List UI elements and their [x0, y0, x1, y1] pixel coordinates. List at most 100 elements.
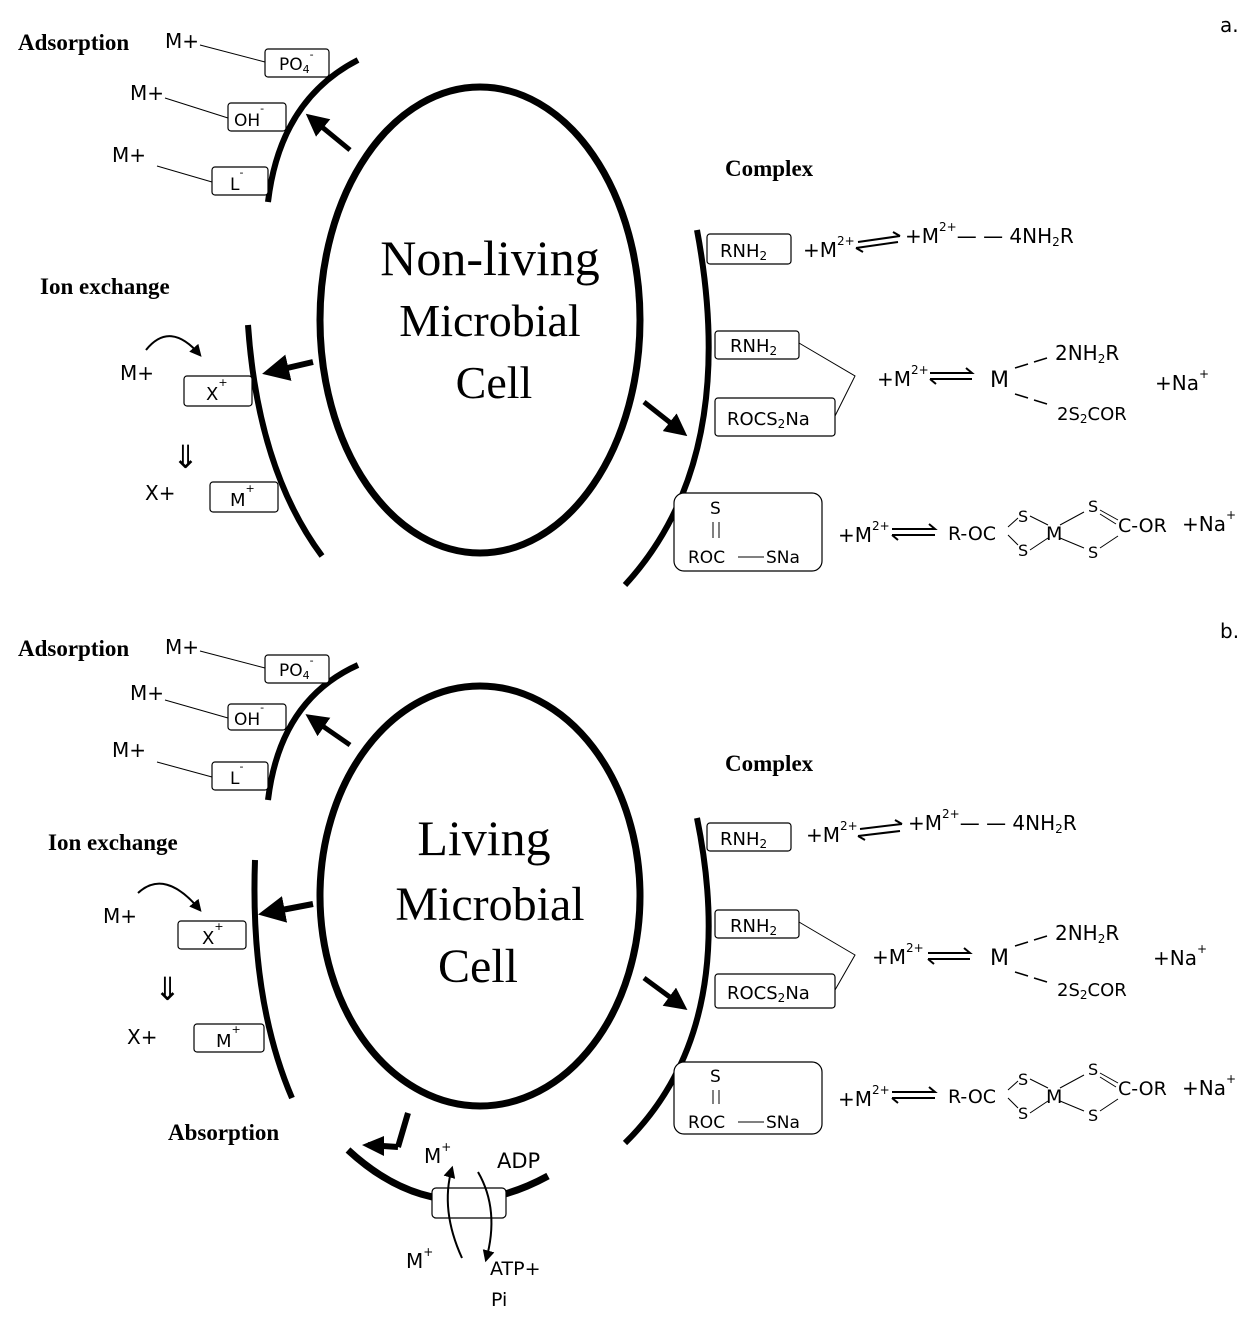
adsorption-group: M+ PO4- M+ OH- M+ L-: [112, 29, 330, 196]
complex-arrow: [642, 400, 688, 437]
exchange-site-box: [177, 920, 247, 950]
central-metal: M: [990, 368, 1009, 393]
binding-line: [156, 165, 213, 183]
bound-metal-label: M+: [230, 482, 255, 511]
chelate-ester-right: C-OR: [1118, 1078, 1167, 1100]
roc-group: ROC: [688, 1113, 725, 1133]
ligand-site-label: L-: [230, 760, 243, 789]
exchange-site-label: X+: [202, 920, 224, 949]
equilibrium-arrow: [891, 1086, 938, 1104]
absorption-group: M+ ADP M+ ATP+ Pi: [345, 1112, 550, 1311]
metal-reactant: +M2+: [803, 234, 855, 262]
panel-letter: a.: [1220, 13, 1239, 37]
adsorption-arrow: [305, 714, 352, 748]
bound-metal-label: M+: [216, 1023, 241, 1052]
ion-exchange-membrane: [245, 324, 325, 558]
absorption-arrow-head: [362, 1136, 384, 1156]
coordination-bond: [1014, 393, 1048, 405]
chelate-ester-left: R-OC: [948, 1086, 996, 1108]
atp-hydrolysis-arrow: [477, 1171, 495, 1263]
adsorption-heading: Adsorption: [18, 30, 129, 55]
amine-ligand: 2NH2R: [1055, 341, 1119, 366]
binding-line: [164, 97, 229, 119]
coordination-bond: [1014, 357, 1048, 369]
complex-heading: Complex: [725, 156, 814, 181]
metal-reactant: +M2+: [806, 819, 858, 847]
cell-label-line1: Non-living: [380, 230, 599, 286]
cell-outline: [316, 83, 644, 557]
metal-reactant: +M2+: [838, 1083, 890, 1111]
equilibrium-arrow: [857, 819, 903, 841]
bound-metal-box: [193, 1023, 265, 1053]
amine-site-label: RNH2: [720, 829, 767, 851]
exchange-curve-arrow: [137, 882, 202, 912]
amine-site-box: [706, 822, 792, 852]
roc-group: ROC: [688, 548, 725, 568]
release-arrow: ⇓: [154, 970, 181, 1008]
cell-label-line2: Microbial: [395, 878, 584, 931]
metal-ion-label: M+: [165, 29, 199, 53]
xanthate-site-box: [714, 397, 836, 437]
amine-site-box: [714, 330, 800, 360]
xanthate-ligand: 2S2COR: [1057, 404, 1127, 426]
atp-label: ATP+: [490, 1258, 541, 1280]
complex-group: RNH2 +M2+ +M2+— — 4NH2R RNH2 ROCS2Na +M2…: [673, 807, 1236, 1135]
chelate-bonds: [1099, 509, 1119, 549]
chelate-sulfur: S: [1088, 1106, 1098, 1125]
complex-group: RNH2 +M2+ +M2+— — 4NH2R RNH2 ROCS2Na +M2…: [673, 220, 1236, 572]
binding-line: [199, 44, 266, 63]
amine-site-box: [706, 233, 792, 265]
amine-product: +M2+— — 4NH2R: [905, 220, 1074, 249]
equilibrium-arrow: [855, 231, 901, 253]
chelate-bonds: [1007, 511, 1085, 551]
binding-line: [156, 761, 213, 778]
chelate-sulfur: S: [1088, 497, 1098, 516]
ion-exchange-membrane: [251, 859, 295, 1100]
adsorption-group: M+ PO4- M+ OH- M+ L-: [112, 635, 330, 791]
exchange-site-box: [183, 375, 253, 407]
cell-label-line1: Living: [417, 810, 550, 866]
cell-label-line2: Microbial: [399, 295, 580, 346]
chelate-bonds: [1099, 1072, 1119, 1112]
amine-site-label: RNH2: [720, 241, 767, 263]
cell-label-line3: Cell: [438, 940, 518, 993]
sna-group: SNa: [766, 548, 800, 568]
xanthate-site-label: ROCS2Na: [727, 983, 810, 1005]
metal-ion-label: M+: [130, 81, 164, 105]
metal-ion-label: M+: [165, 635, 199, 659]
equilibrium-arrow: [927, 947, 973, 965]
phosphate-site-box: [264, 48, 330, 78]
ligand-site-label: L-: [230, 166, 243, 195]
phosphate-site-label: PO4-: [279, 654, 314, 682]
cell-outline: [316, 682, 644, 1110]
pi-label: Pi: [491, 1289, 507, 1311]
equilibrium-arrow: [929, 367, 975, 385]
chelate-sulfur: S: [1088, 1060, 1098, 1079]
metal-reactant: +M2+: [872, 941, 924, 969]
panel-a: a. Non-living Microbial Cell Adsorption …: [18, 13, 1239, 588]
sodium-product: +Na+: [1153, 942, 1207, 970]
amine-product: +M2+— — 4NH2R: [908, 807, 1077, 836]
phosphate-site-label: PO4-: [279, 48, 314, 76]
phosphate-site-box: [264, 654, 330, 684]
hydroxyl-site-box: [227, 102, 287, 132]
amine-site-label: RNH2: [730, 336, 777, 358]
chelate-structure: R-OC S S M S S C-OR: [948, 497, 1167, 562]
sodium-product: +Na+: [1182, 508, 1236, 536]
ligand-site-box: [211, 166, 269, 196]
hydroxyl-site-label: OH-: [234, 102, 264, 131]
metal-ion-label: M+: [112, 738, 146, 762]
dithiocarbonate-site-box: [673, 492, 823, 572]
equilibrium-arrow: [891, 523, 938, 541]
adsorption-membrane: [265, 662, 360, 801]
metal-reactant: +M2+: [838, 519, 890, 547]
chelate-metal: M: [1046, 523, 1062, 545]
released-ion-label: X+: [145, 481, 175, 505]
ion-exchange-heading: Ion exchange: [48, 830, 178, 855]
xanthate-ligand: 2S2COR: [1057, 980, 1127, 1002]
membrane-transporter: [431, 1187, 507, 1219]
complex-membrane: [622, 817, 712, 1146]
xanthate-site-box: [714, 973, 836, 1009]
ion-exchange-arrow: [262, 354, 314, 381]
